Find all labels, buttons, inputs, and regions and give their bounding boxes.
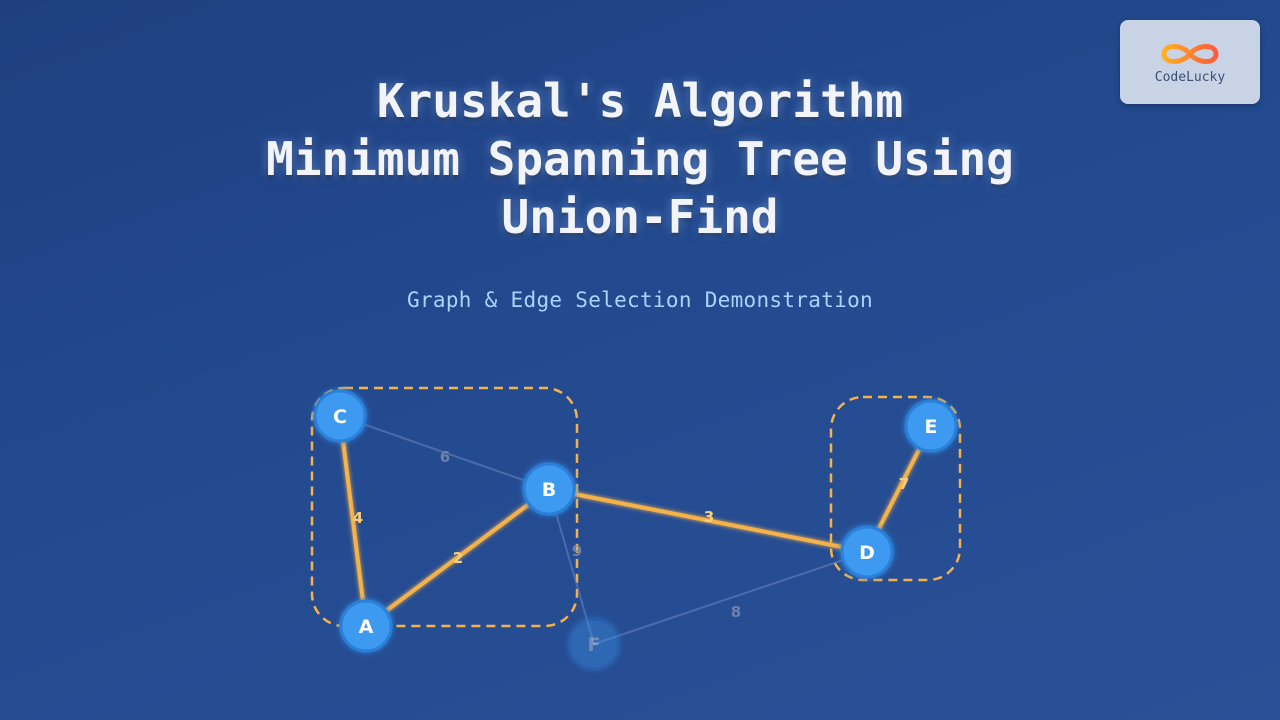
edge-a-b bbox=[364, 487, 551, 628]
codelucky-logo[interactable]: CodeLucky bbox=[1120, 20, 1260, 104]
node-f[interactable]: F bbox=[567, 617, 621, 671]
page-title-line-2: Minimum Spanning Tree Using bbox=[266, 132, 1014, 186]
node-label: D bbox=[859, 542, 875, 564]
page-subtitle: Graph & Edge Selection Demonstration bbox=[407, 288, 873, 312]
node-c[interactable]: C bbox=[313, 389, 367, 443]
node-label: C bbox=[333, 406, 347, 428]
edge-weight-label: 9 bbox=[572, 542, 582, 560]
node-circle bbox=[339, 599, 393, 653]
edge-weight-label: 7 bbox=[899, 475, 909, 493]
node-label: E bbox=[925, 416, 938, 438]
edge-f-d bbox=[593, 551, 868, 645]
edge-weight-label: 3 bbox=[704, 508, 714, 526]
edge-weight-label: 2 bbox=[453, 549, 463, 567]
node-a[interactable]: A bbox=[339, 599, 393, 653]
component-de-outline bbox=[829, 395, 962, 582]
node-circle bbox=[840, 525, 894, 579]
edge-weight-label: 4 bbox=[353, 509, 363, 527]
node-circle bbox=[904, 399, 958, 453]
node-circle bbox=[313, 389, 367, 443]
node-label: F bbox=[588, 634, 601, 656]
page-title-line-3: Union-Find bbox=[501, 190, 779, 244]
node-circle bbox=[567, 617, 621, 671]
edge-c-b bbox=[339, 415, 550, 490]
component-abc-outline bbox=[310, 386, 579, 628]
edge-a-c bbox=[338, 414, 368, 628]
logo-text: CodeLucky bbox=[1154, 70, 1226, 85]
edge-weight-label: 6 bbox=[440, 448, 450, 466]
node-label: A bbox=[359, 616, 374, 638]
page-title-line-1: Kruskal's Algorithm bbox=[376, 74, 904, 128]
edge-weight-label: 8 bbox=[731, 603, 741, 621]
edge-b-f bbox=[548, 488, 595, 645]
infinity-logo-icon bbox=[1161, 44, 1219, 64]
node-label: B bbox=[542, 479, 556, 501]
node-d[interactable]: D bbox=[840, 525, 894, 579]
edge-b-d bbox=[547, 487, 869, 554]
node-b[interactable]: B bbox=[522, 462, 576, 516]
node-circle bbox=[522, 462, 576, 516]
node-e[interactable]: E bbox=[904, 399, 958, 453]
